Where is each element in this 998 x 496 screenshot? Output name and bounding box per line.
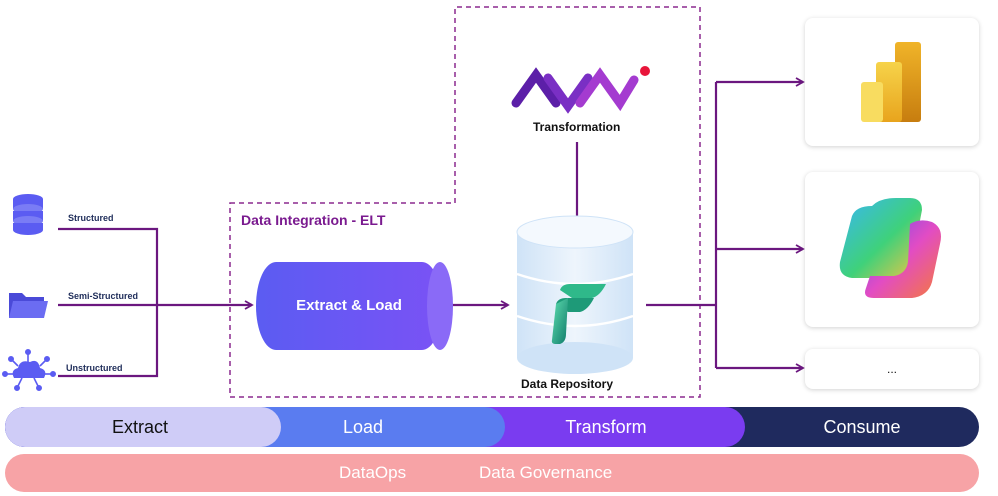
integration-group-border	[229, 6, 701, 398]
stage-transform: Transform	[565, 417, 647, 437]
other-consumers-card: ...	[805, 349, 979, 389]
unstructured-label: Unstructured	[66, 363, 123, 373]
copilot-icon	[839, 198, 941, 298]
stage-load: Load	[342, 417, 384, 437]
dataops-label: DataOps	[339, 463, 407, 482]
stage-bar: Extract Load Transform Consume	[5, 407, 979, 447]
semi-structured-label: Semi-Structured	[68, 291, 139, 301]
other-consumers-label: ...	[886, 362, 897, 376]
data-governance-label: Data Governance	[479, 463, 613, 482]
structured-connector	[58, 227, 159, 305]
cloud-network-icon	[1, 348, 56, 391]
stage-extract-bg	[5, 407, 281, 447]
governance-bar: DataOps Data Governance	[5, 454, 979, 492]
structured-label: Structured	[68, 213, 114, 223]
transformation-logo	[511, 66, 650, 114]
transformation-label: Transformation	[533, 120, 621, 134]
fabric-logo	[551, 284, 606, 344]
extract-load-cylinder	[256, 262, 453, 350]
stage-extract: Extract	[111, 417, 168, 437]
stage-consume: Consume	[823, 417, 901, 437]
extract-load-label: Extract & Load	[296, 297, 402, 314]
power-bi-icon	[861, 42, 921, 122]
unstructured-connector	[58, 305, 159, 378]
integration-group-title: Data Integration - ELT	[241, 212, 386, 228]
folder-icon	[9, 293, 48, 318]
database-icon	[13, 194, 43, 235]
data-repository-label: Data Repository	[521, 377, 614, 391]
